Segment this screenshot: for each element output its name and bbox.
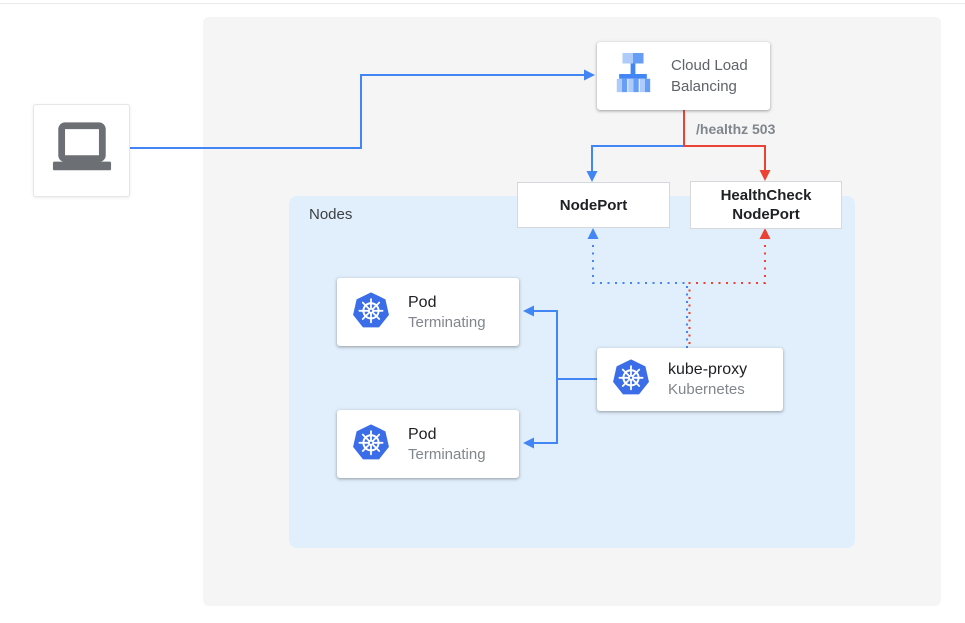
pod-status: Terminating (408, 445, 486, 463)
pod-status: Terminating (408, 313, 486, 331)
healthcheck-nodeport-box: HealthCheck NodePort (690, 181, 842, 229)
kubernetes-icon (351, 290, 391, 335)
pod-title: Pod (408, 293, 437, 311)
pod-card-1: Pod Terminating (337, 278, 519, 346)
pod-title: Pod (408, 425, 437, 443)
healthcheck-nodeport-label: HealthCheck NodePort (720, 187, 812, 223)
kube-proxy-subtitle: Kubernetes (668, 381, 745, 398)
laptop-icon (51, 122, 113, 179)
cloud-load-balancing-card: Cloud Load Balancing (597, 42, 770, 110)
healthz-annotation: /healthz 503 (696, 121, 776, 137)
load-balancer-icon (610, 52, 656, 100)
top-divider (0, 3, 965, 4)
kube-proxy-title: kube-proxy (668, 361, 748, 378)
pod-card-2: Pod Terminating (337, 410, 519, 478)
nodeport-label: NodePort (559, 196, 628, 214)
nodeport-box: NodePort (517, 182, 670, 228)
kube-proxy-card: kube-proxy Kubernetes (597, 348, 783, 411)
kubernetes-icon (351, 422, 391, 467)
client-card (33, 104, 130, 197)
cloud-load-balancing-label: Cloud Load Balancing (671, 57, 748, 95)
kubernetes-icon (611, 357, 651, 402)
nodes-group-label: Nodes (309, 206, 353, 223)
